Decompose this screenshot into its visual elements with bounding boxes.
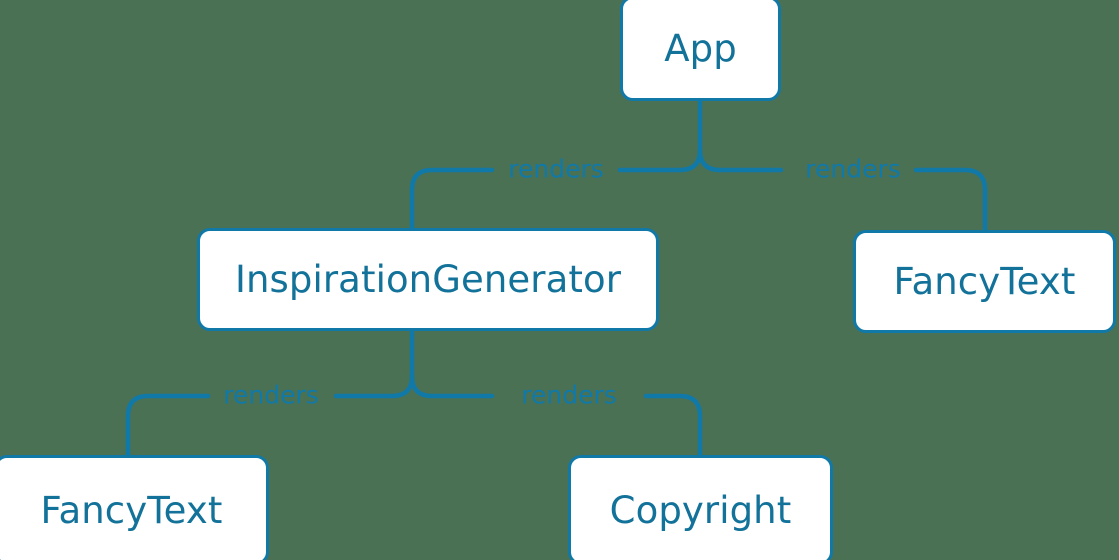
node-app-label: App bbox=[664, 27, 737, 70]
node-fancytext-right[interactable]: FancyText bbox=[853, 230, 1116, 333]
node-app[interactable]: App bbox=[620, 0, 781, 101]
edge-inspiration-to-fancytext-left bbox=[333, 373, 415, 399]
edge-label-inspiration-to-copyright: renders bbox=[521, 380, 617, 410]
edge-inspiration-to-copyright bbox=[409, 373, 495, 399]
edge-label-app-to-fancytext-right: renders bbox=[805, 154, 901, 184]
node-fancytext-left-label: FancyText bbox=[40, 488, 223, 532]
edge-app-to-inspiration bbox=[617, 147, 703, 173]
edge-label-app-to-inspiration: renders bbox=[508, 154, 604, 184]
node-inspiration-generator-label: InspirationGenerator bbox=[234, 258, 622, 301]
node-fancytext-right-label: FancyText bbox=[893, 260, 1076, 303]
node-fancytext-left[interactable]: FancyText bbox=[0, 455, 269, 560]
edge-label-inspiration-to-fancytext-left: renders bbox=[223, 380, 319, 410]
edge-app-to-fancytext-right bbox=[697, 147, 784, 173]
edge-app-to-inspiration-tail bbox=[409, 167, 495, 231]
edge-inspiration-to-fancytext-left-tail bbox=[125, 393, 211, 458]
node-copyright[interactable]: Copyright bbox=[568, 455, 833, 560]
node-inspiration-generator[interactable]: InspirationGenerator bbox=[197, 228, 659, 331]
edge-inspiration-to-copyright-tail bbox=[643, 393, 703, 458]
edge-app-to-fancytext-right-tail bbox=[913, 167, 988, 233]
node-copyright-label: Copyright bbox=[609, 488, 792, 532]
